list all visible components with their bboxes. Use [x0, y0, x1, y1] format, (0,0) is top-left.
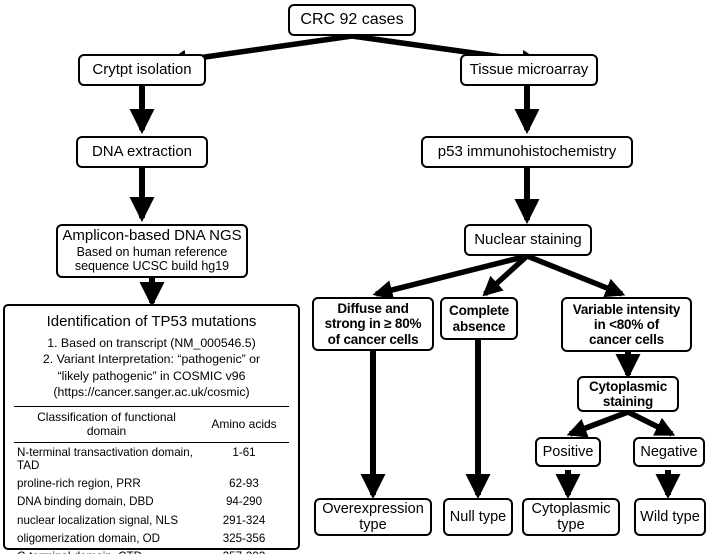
- identification-panel-notes: 1. Based on transcript (NM_000546.5) 2. …: [14, 335, 289, 400]
- node-condition-complete-absence-line2: absence: [452, 318, 506, 334]
- node-dna-extraction[interactable]: DNA extraction: [76, 136, 208, 168]
- node-crypt-isolation-label: Crytpt isolation: [92, 60, 192, 78]
- cell-amino-acids: 325-356: [222, 531, 266, 545]
- edge-cytoplasmic-to-positive: [566, 409, 629, 438]
- edge-nuclear-to-diffuse: [372, 253, 528, 300]
- functional-domain-table: Classification of functional domain Amin…: [14, 406, 289, 554]
- panel-note-3: “likely pathogenic” in COSMIC v96: [57, 368, 246, 383]
- node-outcome-null-type-line1: Null type: [449, 508, 507, 525]
- table-row: DNA binding domain, DBD 94-290: [14, 493, 289, 511]
- node-condition-variable-intensity-line1: Variable intensity: [572, 301, 681, 317]
- panel-note-1: 1. Based on transcript (NM_000546.5): [47, 336, 256, 350]
- identification-panel[interactable]: Identification of TP53 mutations 1. Base…: [3, 304, 300, 554]
- node-outcome-overexpression-type-line1: Overexpression: [322, 500, 424, 517]
- node-outcome-cytoplasmic-type-line1: Cytoplasmic: [531, 500, 611, 517]
- cell-domain: N-terminal transactivation domain, TAD: [17, 445, 193, 472]
- node-condition-diffuse-strong-line2: strong in ≥ 80%: [324, 316, 422, 332]
- node-amplicon-ngs-sub2: sequence UCSC build hg19: [74, 259, 230, 274]
- node-outcome-wild-type[interactable]: Wild type: [634, 498, 706, 536]
- table-row: N-terminal transactivation domain, TAD 1…: [14, 443, 289, 475]
- node-positive[interactable]: Positive: [535, 437, 601, 467]
- edge-cytoplasmic-to-negative: [626, 409, 676, 437]
- node-condition-diffuse-strong-line3: of cancer cells: [327, 331, 419, 347]
- cell-domain: C-terminal domain, CTD: [14, 547, 199, 554]
- cell-amino-acids: 1-61: [232, 445, 256, 459]
- node-tissue-microarray[interactable]: Tissue microarray: [460, 54, 598, 86]
- panel-note-4: (https://cancer.sanger.ac.uk/cosmic): [53, 385, 250, 400]
- node-negative[interactable]: Negative: [633, 437, 705, 467]
- node-outcome-null-type[interactable]: Null type: [443, 498, 513, 536]
- table-row: C-terminal domain, CTD 357-393: [14, 547, 289, 554]
- cell-amino-acids: 291-324: [222, 513, 266, 527]
- node-condition-variable-intensity-line2: in <80% of: [593, 316, 660, 332]
- node-cytoplasmic-staining[interactable]: Cytoplasmic staining: [577, 376, 679, 412]
- table-row: nuclear localization signal, NLS 291-324: [14, 511, 289, 529]
- identification-panel-title: Identification of TP53 mutations: [46, 313, 257, 330]
- cell-domain: proline-rich region, PRR: [17, 477, 141, 491]
- node-condition-complete-absence[interactable]: Complete absence: [440, 297, 518, 340]
- node-positive-label: Positive: [542, 443, 594, 460]
- node-outcome-overexpression-type[interactable]: Overexpression type: [314, 498, 432, 536]
- cell-domain: nuclear localization signal, NLS: [17, 513, 179, 527]
- node-crc-cases-label: CRC 92 cases: [300, 11, 404, 29]
- edge-nuclear-to-variable: [525, 253, 626, 298]
- column-header-amino-acids: Amino acids: [199, 406, 289, 444]
- cell-amino-acids: 62-93: [229, 477, 259, 491]
- cell-amino-acids: 94-290: [225, 495, 263, 509]
- node-condition-diffuse-strong-line1: Diffuse and: [337, 301, 409, 317]
- node-outcome-cytoplasmic-type-line2: type: [557, 517, 585, 533]
- panel-note-2: 2. Variant Interpretation: “pathogenic” …: [42, 352, 261, 367]
- node-outcome-cytoplasmic-type[interactable]: Cytoplasmic type: [522, 498, 620, 536]
- node-dna-extraction-label: DNA extraction: [91, 142, 193, 160]
- table-header-row: Classification of functional domain Amin…: [14, 406, 289, 444]
- node-amplicon-ngs[interactable]: Amplicon-based DNA NGS Based on human re…: [56, 224, 248, 278]
- node-condition-complete-absence-line1: Complete: [449, 303, 509, 319]
- node-p53-ihc-label: p53 immunohistochemistry: [437, 142, 617, 160]
- table-row: proline-rich region, PRR 62-93: [14, 475, 289, 493]
- node-crc-cases[interactable]: CRC 92 cases: [288, 4, 416, 36]
- table-row: oligomerization domain, OD 325-356: [14, 529, 289, 547]
- node-outcome-overexpression-type-line2: type: [359, 517, 387, 533]
- node-p53-ihc[interactable]: p53 immunohistochemistry: [421, 136, 633, 168]
- node-tissue-microarray-label: Tissue microarray: [469, 60, 589, 78]
- node-condition-variable-intensity[interactable]: Variable intensity in <80% of cancer cel…: [561, 297, 692, 352]
- node-cytoplasmic-staining-line2: staining: [602, 394, 654, 409]
- node-crypt-isolation[interactable]: Crytpt isolation: [78, 54, 206, 86]
- node-amplicon-ngs-title: Amplicon-based DNA NGS: [62, 227, 242, 245]
- node-condition-diffuse-strong[interactable]: Diffuse and strong in ≥ 80% of cancer ce…: [312, 297, 434, 351]
- node-nuclear-staining-label: Nuclear staining: [474, 230, 582, 248]
- node-outcome-wild-type-line1: Wild type: [640, 508, 700, 525]
- cell-domain: DNA binding domain, DBD: [17, 495, 154, 509]
- node-nuclear-staining[interactable]: Nuclear staining: [464, 224, 592, 256]
- edge-nuclear-to-absence: [482, 253, 529, 297]
- cell-domain: oligomerization domain, OD: [17, 531, 161, 545]
- node-cytoplasmic-staining-line1: Cytoplasmic: [588, 378, 668, 394]
- node-negative-label: Negative: [640, 443, 698, 460]
- node-condition-variable-intensity-line3: cancer cells: [589, 332, 664, 348]
- column-header-domain: Classification of functional domain: [14, 406, 199, 444]
- cell-amino-acids: 357-393: [199, 547, 289, 554]
- node-amplicon-ngs-sub1: Based on human reference: [76, 245, 228, 260]
